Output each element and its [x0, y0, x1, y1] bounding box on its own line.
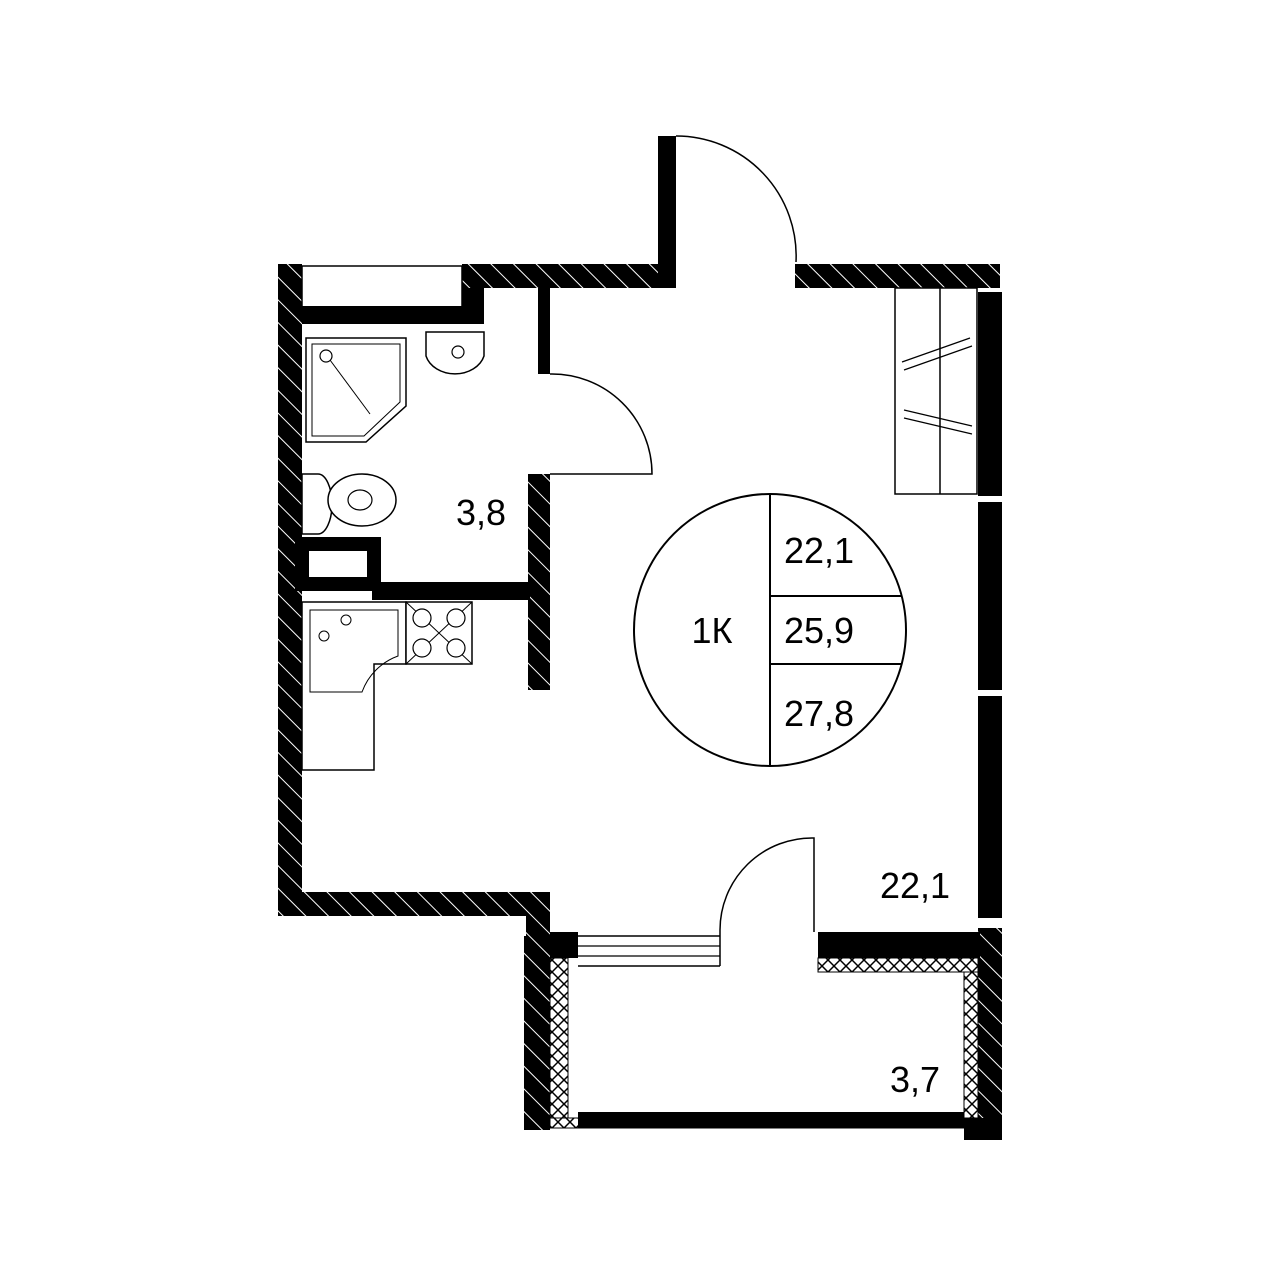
- right-wall-segment: [978, 502, 1002, 690]
- unit-type-label: 1К: [692, 610, 733, 651]
- wall-top-left: [462, 264, 672, 288]
- total-with-balcony-label: 27,8: [784, 693, 854, 734]
- partition-upper: [538, 288, 550, 374]
- balcony-parapet-left: [549, 957, 569, 1119]
- shower-tray: [305, 337, 407, 443]
- total-area-label: 25,9: [784, 610, 854, 651]
- kitchen-counter: [301, 601, 407, 771]
- interior-walls: [295, 288, 550, 690]
- balcony-parapet-right: [963, 971, 979, 1119]
- balcony-wall-corner: [964, 1118, 1002, 1140]
- kitchen-sink: [309, 609, 399, 693]
- balcony: [524, 837, 1002, 1140]
- bath-door: [549, 373, 653, 475]
- balcony-wall-left: [524, 936, 550, 1130]
- right-wall: [978, 292, 1002, 1138]
- balcony-door-swing: [719, 837, 815, 966]
- living-area-label: 22,1: [784, 530, 854, 571]
- entry-door-swing: [675, 135, 797, 263]
- balcony-area-label: 3,7: [890, 1059, 940, 1100]
- right-wall-segment: [978, 292, 1002, 496]
- wall-top-right: [795, 264, 1000, 288]
- area-legend: 1К 22,1 25,9 27,8: [633, 493, 907, 767]
- wall-bottom-left: [278, 892, 550, 916]
- main-room-area-label: 22,1: [880, 865, 950, 906]
- toilet-tank: [301, 473, 333, 535]
- exterior-walls: [278, 136, 1000, 936]
- wall-bottom-step: [526, 892, 550, 936]
- balcony-parapet-top: [817, 957, 979, 973]
- right-wall-segment: [978, 696, 1002, 918]
- balcony-window: [578, 935, 720, 967]
- bathroom-fixtures: [301, 331, 485, 535]
- toilet-bowl: [327, 473, 397, 527]
- partition-lower: [528, 474, 550, 690]
- right-wall-segment: [978, 928, 1002, 1138]
- wall-entry-jamb: [658, 136, 676, 288]
- wardrobe: [894, 287, 978, 495]
- niche-box: [295, 537, 381, 591]
- bath-bottom-wall: [372, 582, 530, 600]
- window-top: [301, 265, 463, 309]
- sink: [425, 331, 485, 375]
- bath-top-post: [462, 288, 484, 324]
- bathroom-area-label: 3,8: [456, 492, 506, 533]
- bath-top-wall: [302, 306, 484, 324]
- kitchen: [301, 601, 473, 771]
- balcony-wall-bottom: [578, 1112, 964, 1128]
- balcony-wall-top: [818, 932, 980, 958]
- balcony-door-frame: [550, 932, 578, 958]
